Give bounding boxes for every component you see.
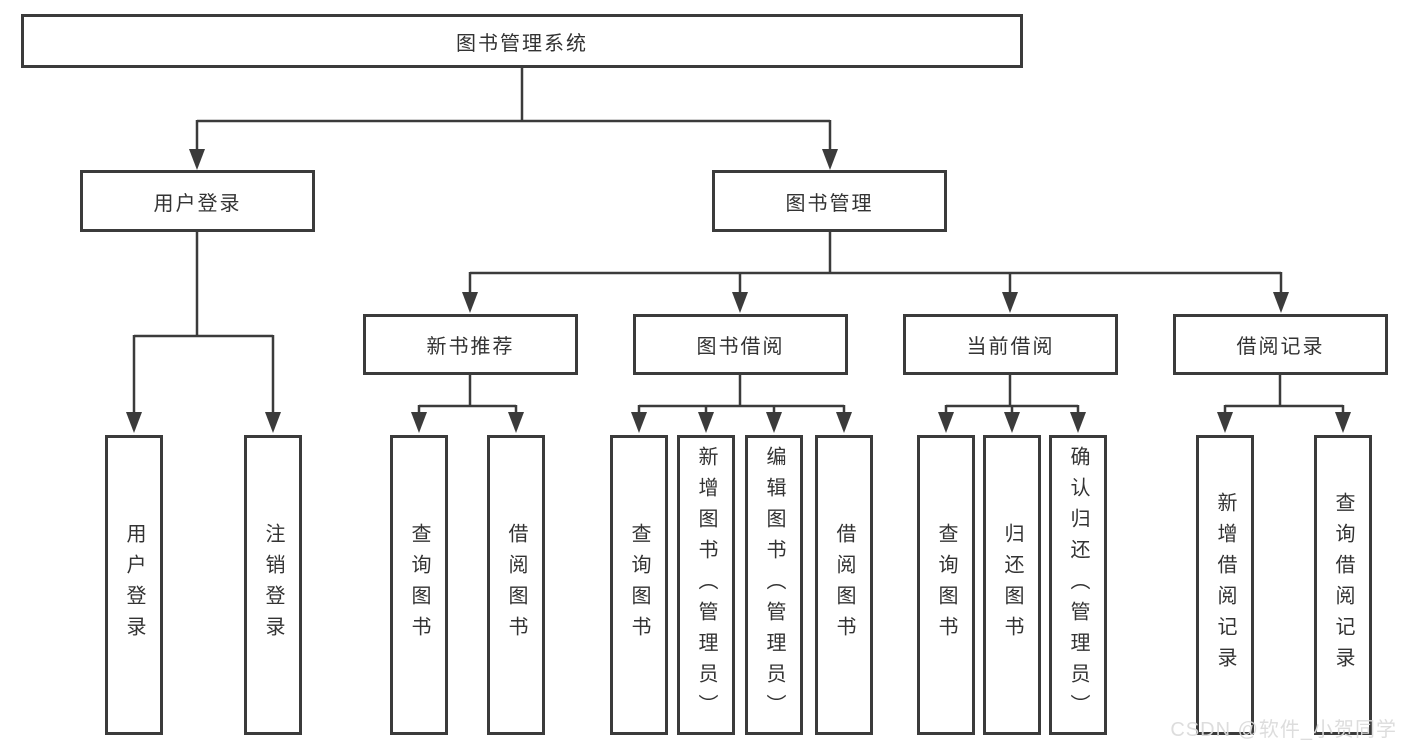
connector-root-to-level2 — [189, 68, 838, 170]
arrow-down-icon — [411, 412, 427, 433]
arrow-down-icon — [1070, 412, 1086, 433]
node-label: 图书借阅 — [696, 336, 785, 358]
node-label: 借阅图书 — [833, 523, 855, 647]
node-label: 用户登录 — [123, 523, 145, 647]
node-label: 确认归还（管理员） — [1067, 445, 1089, 725]
arrow-down-icon — [1004, 412, 1020, 433]
leaf-newbooks-borrow-books: 借阅图书 — [487, 435, 545, 735]
connector-current-borrow-children — [938, 375, 1086, 433]
node-label: 编辑图书（管理员） — [763, 445, 785, 725]
node-label: 当前借阅 — [966, 336, 1055, 358]
connector-book-borrow-children — [631, 375, 852, 433]
node-book-borrow: 图书借阅 — [633, 314, 848, 375]
leaf-borrow-add-books-admin: 新增图书（管理员） — [677, 435, 735, 735]
node-book-management: 图书管理 — [712, 170, 947, 232]
leaf-borrow-query-books: 查询图书 — [610, 435, 668, 735]
leaf-borrow-edit-books-admin: 编辑图书（管理员） — [745, 435, 803, 735]
arrow-down-icon — [938, 412, 954, 433]
leaf-current-query-books: 查询图书 — [917, 435, 975, 735]
arrow-down-icon — [189, 149, 205, 170]
leaf-borrow-borrow-books: 借阅图书 — [815, 435, 873, 735]
node-label: 借阅图书 — [505, 523, 527, 647]
connector-book-mgmt-children — [462, 232, 1289, 313]
arrow-down-icon — [508, 412, 524, 433]
node-root-system: 图书管理系统 — [21, 14, 1023, 68]
arrow-down-icon — [822, 149, 838, 170]
node-label: 查询图书 — [935, 523, 957, 647]
arrow-down-icon — [126, 412, 142, 433]
node-label: 新增借阅记录 — [1214, 492, 1236, 678]
leaf-user-login: 用户登录 — [105, 435, 163, 735]
node-label: 新增图书（管理员） — [695, 445, 717, 725]
arrow-down-icon — [732, 292, 748, 313]
connector-borrow-records-children — [1217, 375, 1351, 433]
arrow-down-icon — [836, 412, 852, 433]
csdn-watermark: CSDN @软件_小贺同学 — [1170, 719, 1397, 741]
node-label: 图书管理系统 — [456, 32, 588, 55]
node-user-login: 用户登录 — [80, 170, 315, 232]
node-label: 查询图书 — [628, 523, 650, 647]
node-label: 借阅记录 — [1236, 336, 1325, 358]
node-label: 注销登录 — [262, 523, 284, 647]
arrow-down-icon — [698, 412, 714, 433]
leaf-records-add-record: 新增借阅记录 — [1196, 435, 1254, 735]
node-label: 新书推荐 — [426, 336, 515, 358]
arrow-down-icon — [631, 412, 647, 433]
node-label: 归还图书 — [1001, 523, 1023, 647]
leaf-current-confirm-return-admin: 确认归还（管理员） — [1049, 435, 1107, 735]
node-label: 图书管理 — [785, 192, 874, 215]
node-current-borrow: 当前借阅 — [903, 314, 1118, 375]
node-label: 用户登录 — [153, 192, 242, 215]
connector-new-books-children — [411, 375, 524, 433]
arrow-down-icon — [265, 412, 281, 433]
node-new-book-recommend: 新书推荐 — [363, 314, 578, 375]
node-borrow-records: 借阅记录 — [1173, 314, 1388, 375]
leaf-current-return-books: 归还图书 — [983, 435, 1041, 735]
arrow-down-icon — [766, 412, 782, 433]
arrow-down-icon — [1273, 292, 1289, 313]
leaf-logout: 注销登录 — [244, 435, 302, 735]
leaf-newbooks-query-books: 查询图书 — [390, 435, 448, 735]
arrow-down-icon — [1217, 412, 1233, 433]
node-label: 查询借阅记录 — [1332, 492, 1354, 678]
connector-user-login-children — [126, 232, 281, 433]
arrow-down-icon — [1335, 412, 1351, 433]
arrow-down-icon — [462, 292, 478, 313]
node-label: 查询图书 — [408, 523, 430, 647]
arrow-down-icon — [1002, 292, 1018, 313]
leaf-records-query-record: 查询借阅记录 — [1314, 435, 1372, 735]
